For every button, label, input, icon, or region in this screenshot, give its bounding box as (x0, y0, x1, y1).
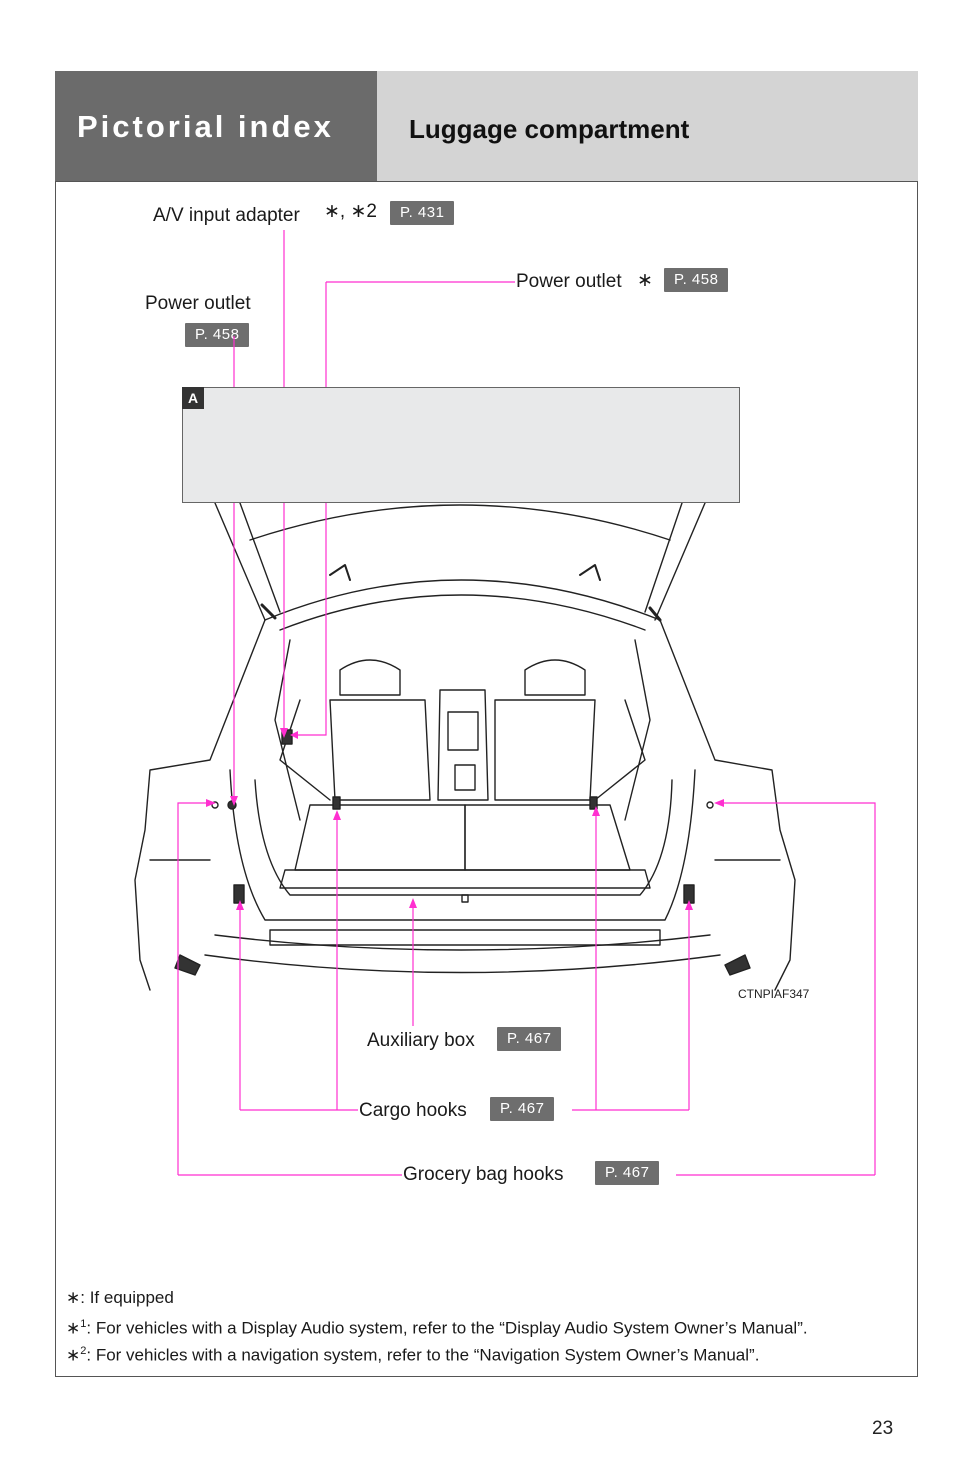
overlay-panel (182, 387, 740, 503)
power-outlet-right-page-badge[interactable]: P. 458 (664, 268, 729, 292)
figure-code: CTNPIAF347 (738, 987, 810, 1001)
cargo-hooks-page-badge[interactable]: P. 467 (490, 1097, 555, 1121)
power-outlet-right-mark: ∗ (637, 270, 653, 291)
panel-tag: A (182, 387, 204, 409)
footnote-text: : If equipped (80, 1288, 174, 1307)
section-title: Pictorial index (77, 109, 334, 144)
grocery-bag-hooks-label: Grocery bag hooks (403, 1164, 564, 1185)
page-number: 23 (872, 1418, 894, 1439)
power-outlet-left-label: Power outlet (145, 293, 251, 314)
footnote-sup: 1 (80, 1318, 87, 1330)
auxiliary-box-label: Auxiliary box (367, 1030, 475, 1051)
footnote-sup: 2 (80, 1345, 87, 1357)
av-input-label: A/V input adapter (153, 205, 300, 226)
cargo-hooks-label: Cargo hooks (359, 1100, 467, 1121)
footnote-mark: ∗ (66, 1288, 81, 1307)
footnote-mark: ∗ (66, 1345, 81, 1365)
auxiliary-box-page-badge[interactable]: P. 467 (497, 1027, 562, 1051)
footnote-if-equipped: ∗: If equipped (66, 1288, 174, 1308)
power-outlet-right-label: Power outlet (516, 271, 622, 292)
av-input-marks: ∗, ∗2 (324, 201, 377, 222)
av-input-page-badge[interactable]: P. 431 (390, 201, 455, 225)
footnote-text: : For vehicles with a Display Audio syst… (86, 1318, 808, 1338)
footnote-mark: ∗ (66, 1318, 81, 1338)
footnote-display-audio: ∗1: For vehicles with a Display Audio sy… (66, 1318, 808, 1339)
header-divider (55, 181, 918, 182)
power-outlet-left-page-badge[interactable]: P. 458 (185, 323, 250, 347)
section-header: Pictorial index (55, 71, 377, 181)
footnote-navigation: ∗2: For vehicles with a navigation syste… (66, 1345, 759, 1366)
subsection-header: Luggage compartment (377, 71, 918, 181)
grocery-bag-hooks-page-badge[interactable]: P. 467 (595, 1161, 660, 1185)
footnote-text: : For vehicles with a navigation system,… (86, 1345, 760, 1365)
subsection-title: Luggage compartment (409, 114, 690, 144)
